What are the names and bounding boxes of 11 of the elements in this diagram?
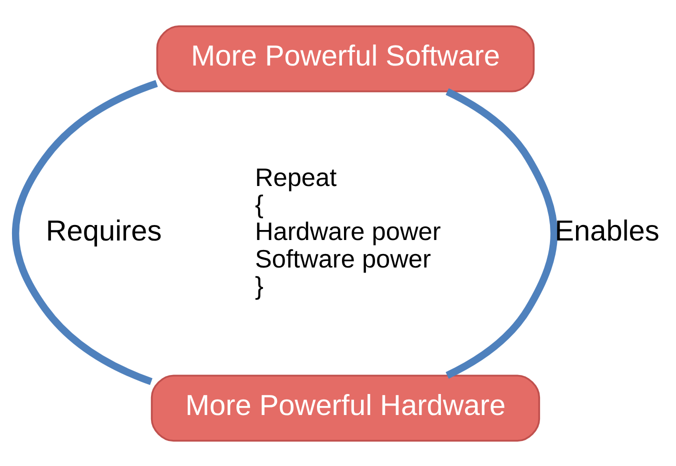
label: Repeat [254, 163, 337, 192]
edge-label: Requires [46, 214, 162, 247]
connector [12, 80, 158, 385]
label: } [254, 272, 264, 300]
node-box: More Powerful Hardware [150, 374, 540, 442]
node-box: More Powerful Software [156, 24, 535, 92]
connector [446, 88, 558, 378]
edge-label: Enables [554, 214, 660, 247]
label: Software power [254, 244, 431, 273]
label: { [254, 190, 264, 219]
label: Hardware power [254, 218, 441, 246]
